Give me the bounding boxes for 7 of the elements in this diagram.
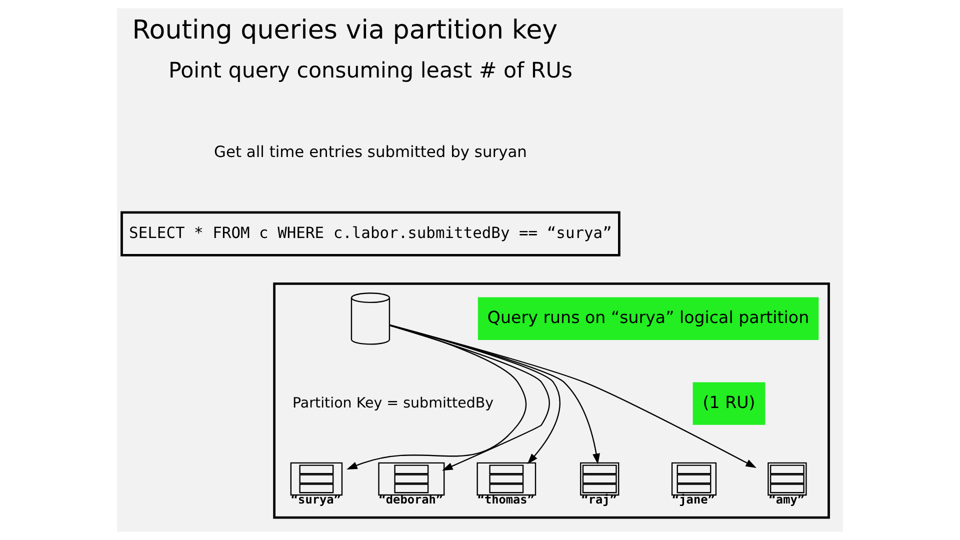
node-label: “surya”	[290, 492, 341, 506]
label: Get all time entries submitted by suryan	[214, 143, 527, 162]
label: (1 RU)	[702, 392, 756, 412]
diagram-title: Routing queries via partition key	[132, 16, 558, 46]
label: Point query consuming least # of RUs	[168, 58, 572, 84]
label: Query runs on “surya” logical partition	[487, 308, 810, 328]
node-label: Partition Key = submittedBy	[292, 395, 494, 412]
